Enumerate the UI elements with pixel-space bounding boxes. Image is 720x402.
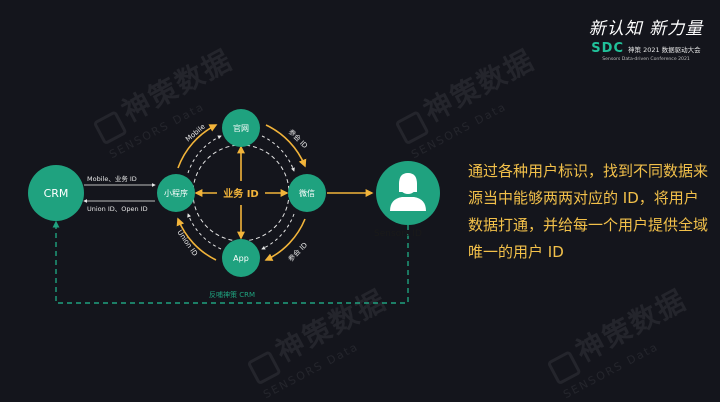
miniprogram-node-label: 小程序 <box>164 188 188 198</box>
brand-event-subtitle: Sensors Data-driven Conference 2021 <box>602 57 690 62</box>
ring-arc-arrow <box>187 213 222 250</box>
guanwang-node-label: 官网 <box>233 123 249 133</box>
app-node-label: App <box>233 254 249 263</box>
brand-event-title: 神策 2021 数据驱动大会 <box>628 45 701 54</box>
brand-slogan: 新认知 新力量 <box>588 19 704 39</box>
edge-label-crm-bottom: Union ID、Open ID <box>87 205 148 213</box>
app-node <box>222 239 260 277</box>
feedback-path <box>52 220 409 304</box>
miniprogram-node <box>157 174 195 212</box>
person-icon <box>390 173 426 211</box>
feedback-label: 反哺神策 CRM <box>209 290 255 299</box>
edge-label-union: Union ID <box>175 229 199 258</box>
ring-arc-arrow <box>261 213 295 250</box>
guanwang-node <box>222 109 260 147</box>
edge-label-canhui-top: 参会 ID <box>287 127 310 150</box>
center-label: 业务 ID <box>223 187 259 200</box>
ring-arc-arrow <box>187 135 222 174</box>
crm-node <box>28 165 84 221</box>
sdc-logo: SDC <box>591 41 624 56</box>
crm-node-label: CRM <box>44 187 69 200</box>
description-text: 通过各种用户标识，找到不同数据来源当中能够两两对应的 ID，将用户数据打通，并给… <box>468 162 709 261</box>
weixin-node <box>288 174 326 212</box>
sensors-id-label: Sensors ID <box>374 229 422 239</box>
ring-arc-arrow <box>261 135 295 172</box>
weixin-node-label: 微信 <box>299 188 315 198</box>
edge-canhui-top-arc <box>265 124 307 168</box>
edge-mobile-arc <box>177 124 218 169</box>
edge-canhui-bottom-arc <box>264 218 306 261</box>
edge-union-arc <box>176 217 217 261</box>
edge-label-crm-top: Mobile、业务 ID <box>87 174 137 183</box>
brand: 新认知 新力量 SDC 神策 2021 数据驱动大会 Sensors Data-… <box>586 14 706 62</box>
